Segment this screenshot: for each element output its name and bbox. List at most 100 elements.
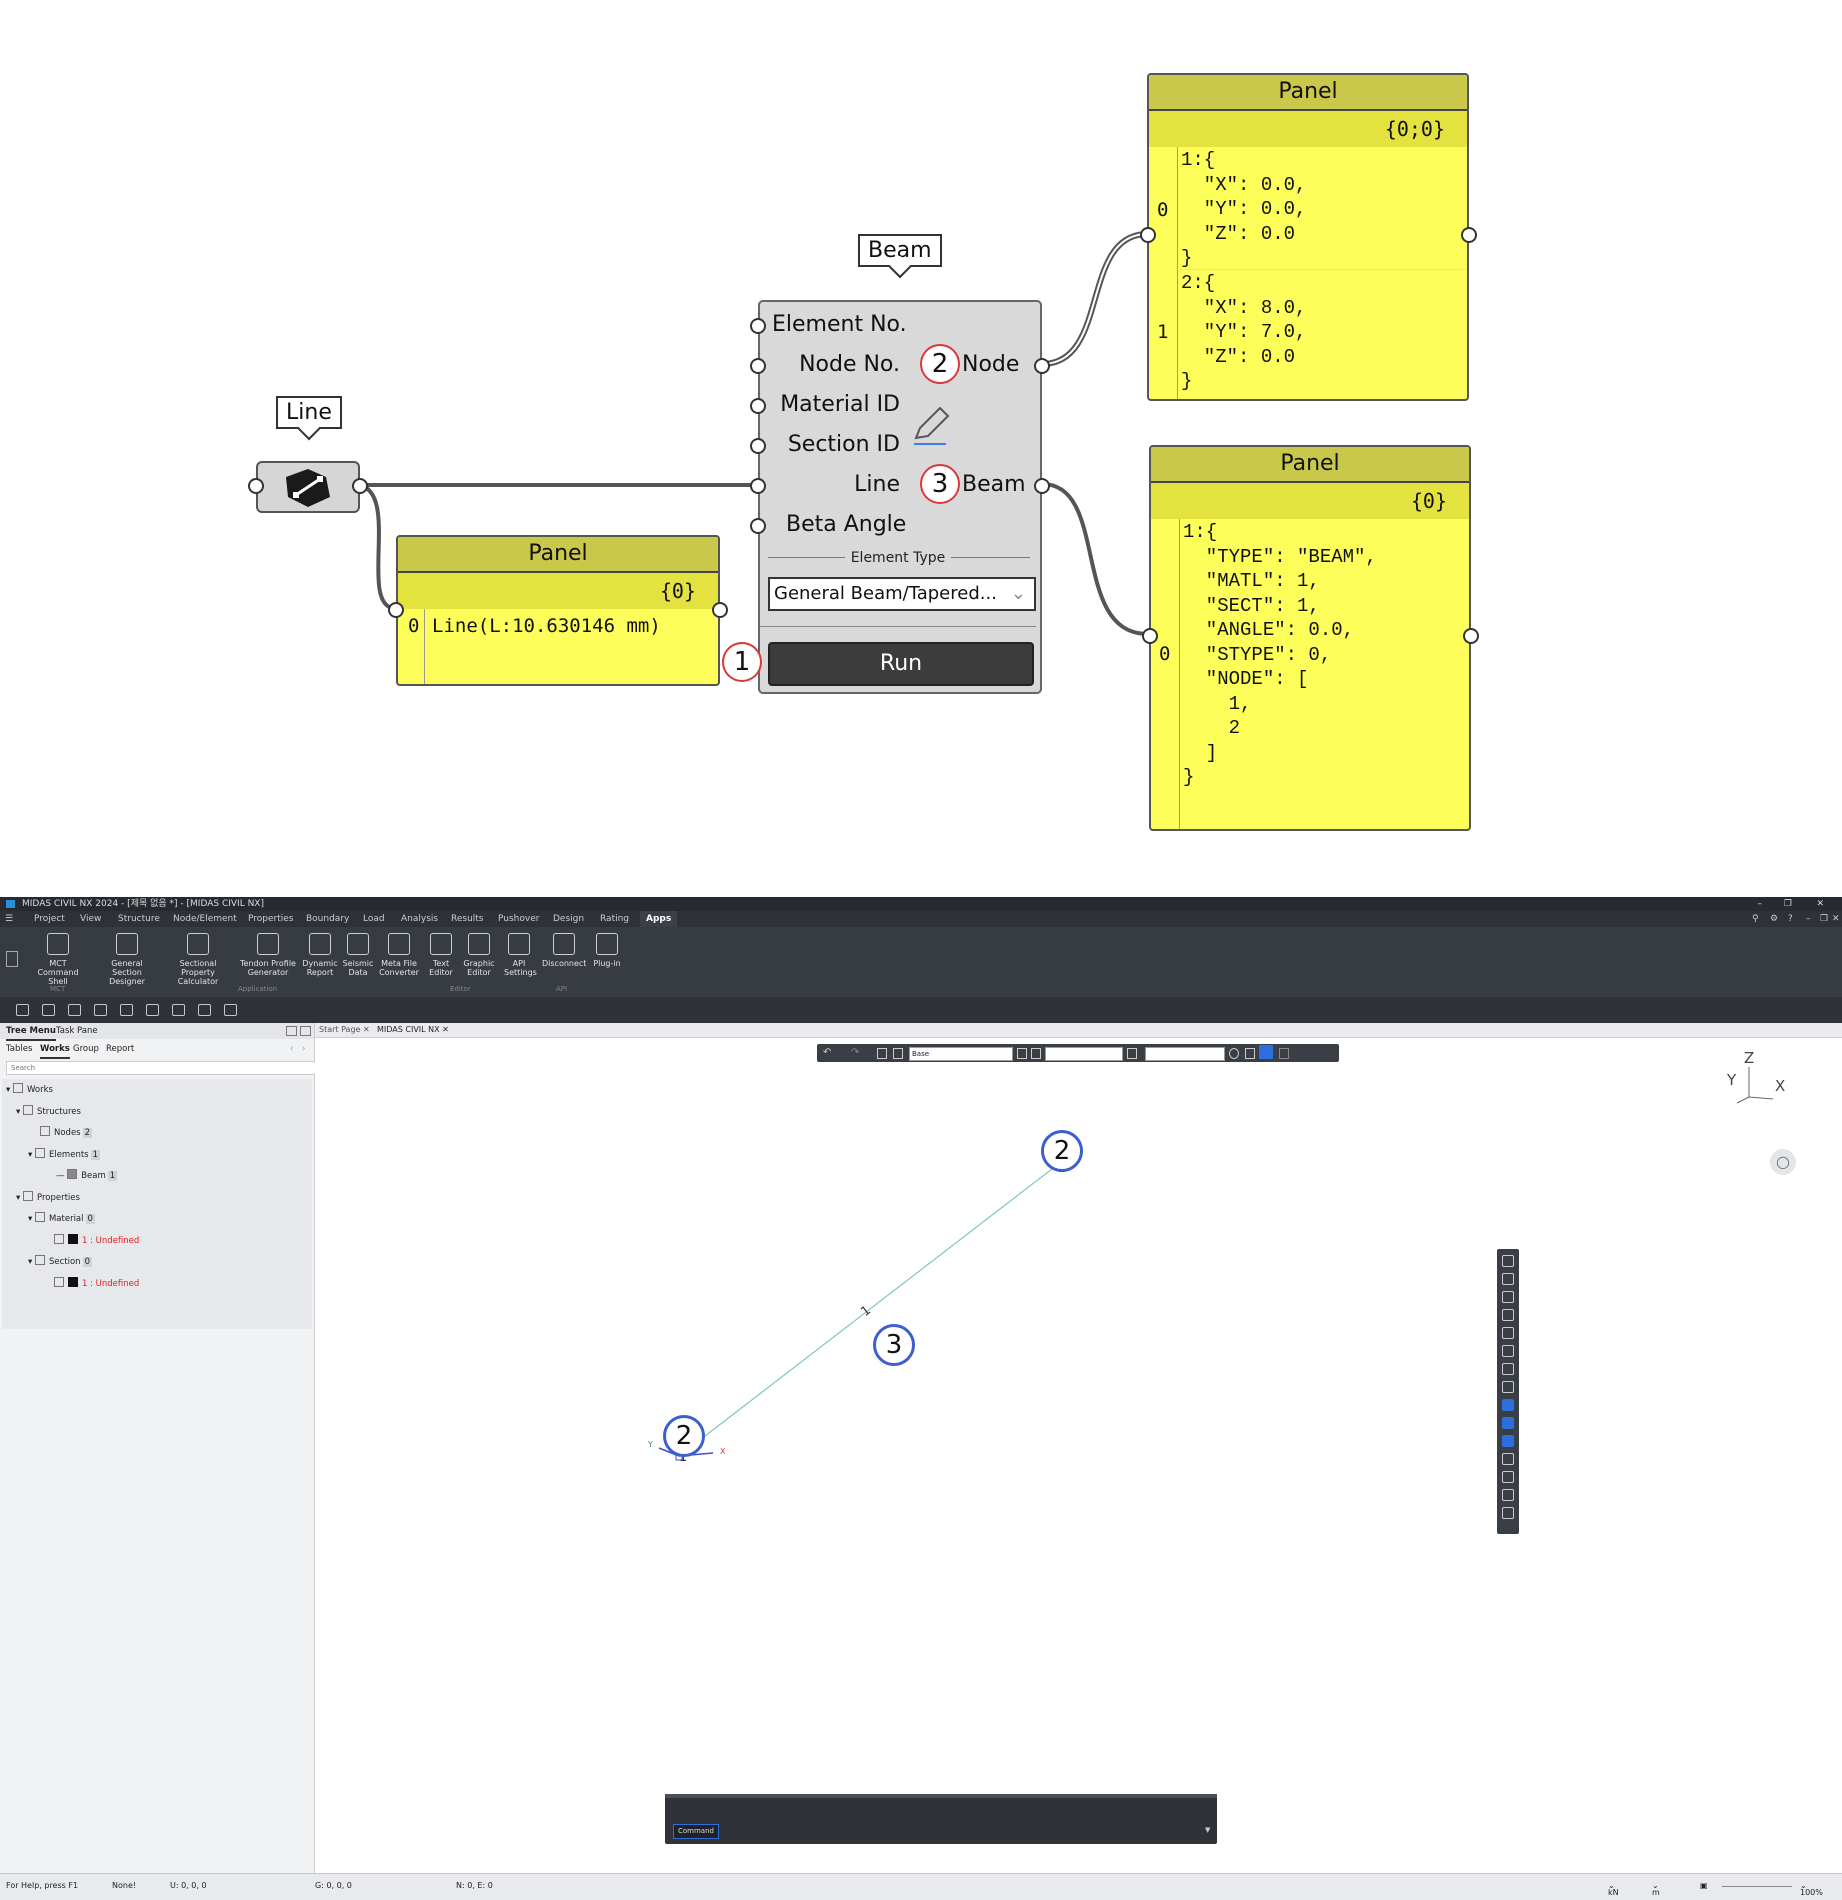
ribbon-restore-icon[interactable]: ❐: [1820, 914, 1829, 924]
menu-load[interactable]: Load: [363, 914, 385, 924]
menu-apps[interactable]: Apps: [640, 911, 678, 927]
view-top-icon[interactable]: [172, 1004, 185, 1016]
unit-force-select[interactable]: kN ⌄: [1608, 1881, 1619, 1897]
float-icon[interactable]: [300, 1026, 311, 1036]
menu-properties[interactable]: Properties: [248, 914, 294, 924]
port-element-no[interactable]: [750, 318, 766, 334]
zoom-window-icon[interactable]: [120, 1004, 133, 1016]
line-panel[interactable]: Panel {0} 0 Line(L:10.630146 mm): [396, 535, 720, 686]
tree-section-item[interactable]: 1 : Undefined: [54, 1277, 139, 1289]
element-type-select[interactable]: General Beam/Tapered...⌄: [768, 577, 1036, 611]
hamburger-icon[interactable]: ☰: [5, 914, 14, 924]
restore-icon[interactable]: ❐: [1783, 899, 1792, 909]
section-display-icon[interactable]: [1502, 1489, 1514, 1501]
output-beam[interactable]: Beam: [962, 472, 1026, 497]
port-material-id[interactable]: [750, 398, 766, 414]
layer-select[interactable]: [1045, 1047, 1123, 1061]
filter-icon[interactable]: [1017, 1048, 1027, 1059]
shading-icon[interactable]: [1502, 1381, 1514, 1393]
select-icon[interactable]: [1031, 1048, 1041, 1059]
tab-start-page[interactable]: Start Page ✕: [319, 1025, 370, 1034]
ribbon-close-icon[interactable]: ✕: [1832, 914, 1840, 924]
line-param-input-port[interactable]: [248, 478, 264, 494]
line-panel-output-port[interactable]: [712, 602, 728, 618]
help-icon[interactable]: ?: [1788, 914, 1793, 924]
redo-icon[interactable]: ↷: [851, 1047, 860, 1058]
find-icon[interactable]: [1245, 1048, 1255, 1059]
perspective-icon[interactable]: [1502, 1345, 1514, 1357]
load-display-icon[interactable]: [1502, 1471, 1514, 1483]
command-input[interactable]: [721, 1824, 1195, 1837]
port-node-output[interactable]: [1034, 358, 1050, 374]
pointer-icon[interactable]: [1127, 1048, 1137, 1059]
chevron-left-icon[interactable]: ‹: [290, 1044, 294, 1054]
menu-pushover[interactable]: Pushover: [498, 914, 540, 924]
tree-search-input[interactable]: [6, 1061, 316, 1075]
paste-icon[interactable]: [893, 1048, 903, 1059]
open-file-icon[interactable]: [42, 1004, 55, 1016]
disconnect-button[interactable]: Disconnect: [542, 933, 586, 968]
group-select[interactable]: [1145, 1047, 1225, 1061]
render-icon[interactable]: [1502, 1363, 1514, 1375]
menu-structure[interactable]: Structure: [118, 914, 160, 924]
undo-icon[interactable]: ↶: [823, 1047, 832, 1058]
menu-view[interactable]: View: [80, 914, 102, 924]
node-panel-output-port[interactable]: [1461, 227, 1477, 243]
new-file-icon[interactable]: [16, 1004, 29, 1016]
tab-task-pane[interactable]: Task Pane: [56, 1026, 98, 1036]
close-icon[interactable]: ✕: [1816, 899, 1824, 909]
pin-icon[interactable]: [6, 951, 18, 967]
input-beta-angle[interactable]: Beta Angle: [786, 512, 907, 537]
option-icon[interactable]: [1502, 1507, 1514, 1519]
command-window[interactable]: Command ▼: [665, 1794, 1217, 1844]
view-select[interactable]: Base: [909, 1047, 1013, 1061]
menu-project[interactable]: Project: [34, 914, 65, 924]
tree-structures[interactable]: ▾ Structures: [16, 1105, 81, 1117]
menu-rating[interactable]: Rating: [600, 914, 630, 924]
hidden-icon[interactable]: [1502, 1327, 1514, 1339]
active-display-icon[interactable]: [1502, 1399, 1514, 1411]
port-node-no[interactable]: [750, 358, 766, 374]
line-param[interactable]: [256, 461, 360, 513]
settings-icon[interactable]: ⚙: [1770, 914, 1779, 924]
tab-works[interactable]: Works: [40, 1041, 70, 1059]
input-line[interactable]: Line: [854, 472, 900, 497]
dock-icon[interactable]: [286, 1026, 297, 1036]
active-element-icon[interactable]: [1502, 1435, 1514, 1447]
command-label[interactable]: Command: [673, 1824, 719, 1839]
node-panel[interactable]: Panel {0;0} 0 1 1:{ "X": 0.0, "Y": 0.0, …: [1147, 73, 1469, 401]
model-view[interactable]: Start Page ✕ MIDAS CIVIL NX ✕ ↶ ↷ Base Z: [315, 1023, 1842, 1873]
plug-in-button[interactable]: Plug-in: [590, 933, 624, 968]
port-section-id[interactable]: [750, 438, 766, 454]
view-front-icon[interactable]: [146, 1004, 159, 1016]
view-iso-icon[interactable]: [198, 1004, 211, 1016]
input-section-id[interactable]: Section ID: [787, 432, 900, 457]
boundary-display-icon[interactable]: [1502, 1453, 1514, 1465]
input-node-no[interactable]: Node No.: [799, 352, 900, 377]
port-line[interactable]: [750, 478, 766, 494]
status-fit-icon[interactable]: ▣: [1700, 1881, 1708, 1890]
output-node[interactable]: Node: [962, 352, 1020, 377]
zoom-fit-icon[interactable]: [94, 1004, 107, 1016]
node-panel-input-port[interactable]: [1140, 227, 1156, 243]
menu-boundary[interactable]: Boundary: [306, 914, 350, 924]
tab-group[interactable]: Group: [73, 1044, 99, 1054]
shrink-icon[interactable]: [1502, 1309, 1514, 1321]
minimize-icon[interactable]: –: [1757, 899, 1763, 909]
grasshopper-canvas[interactable]: Line Panel {0} 0 Line(L:10.630146 mm) Be…: [0, 0, 1842, 900]
port-beta-angle[interactable]: [750, 518, 766, 534]
menu-node-element[interactable]: Node/Element: [173, 914, 237, 924]
